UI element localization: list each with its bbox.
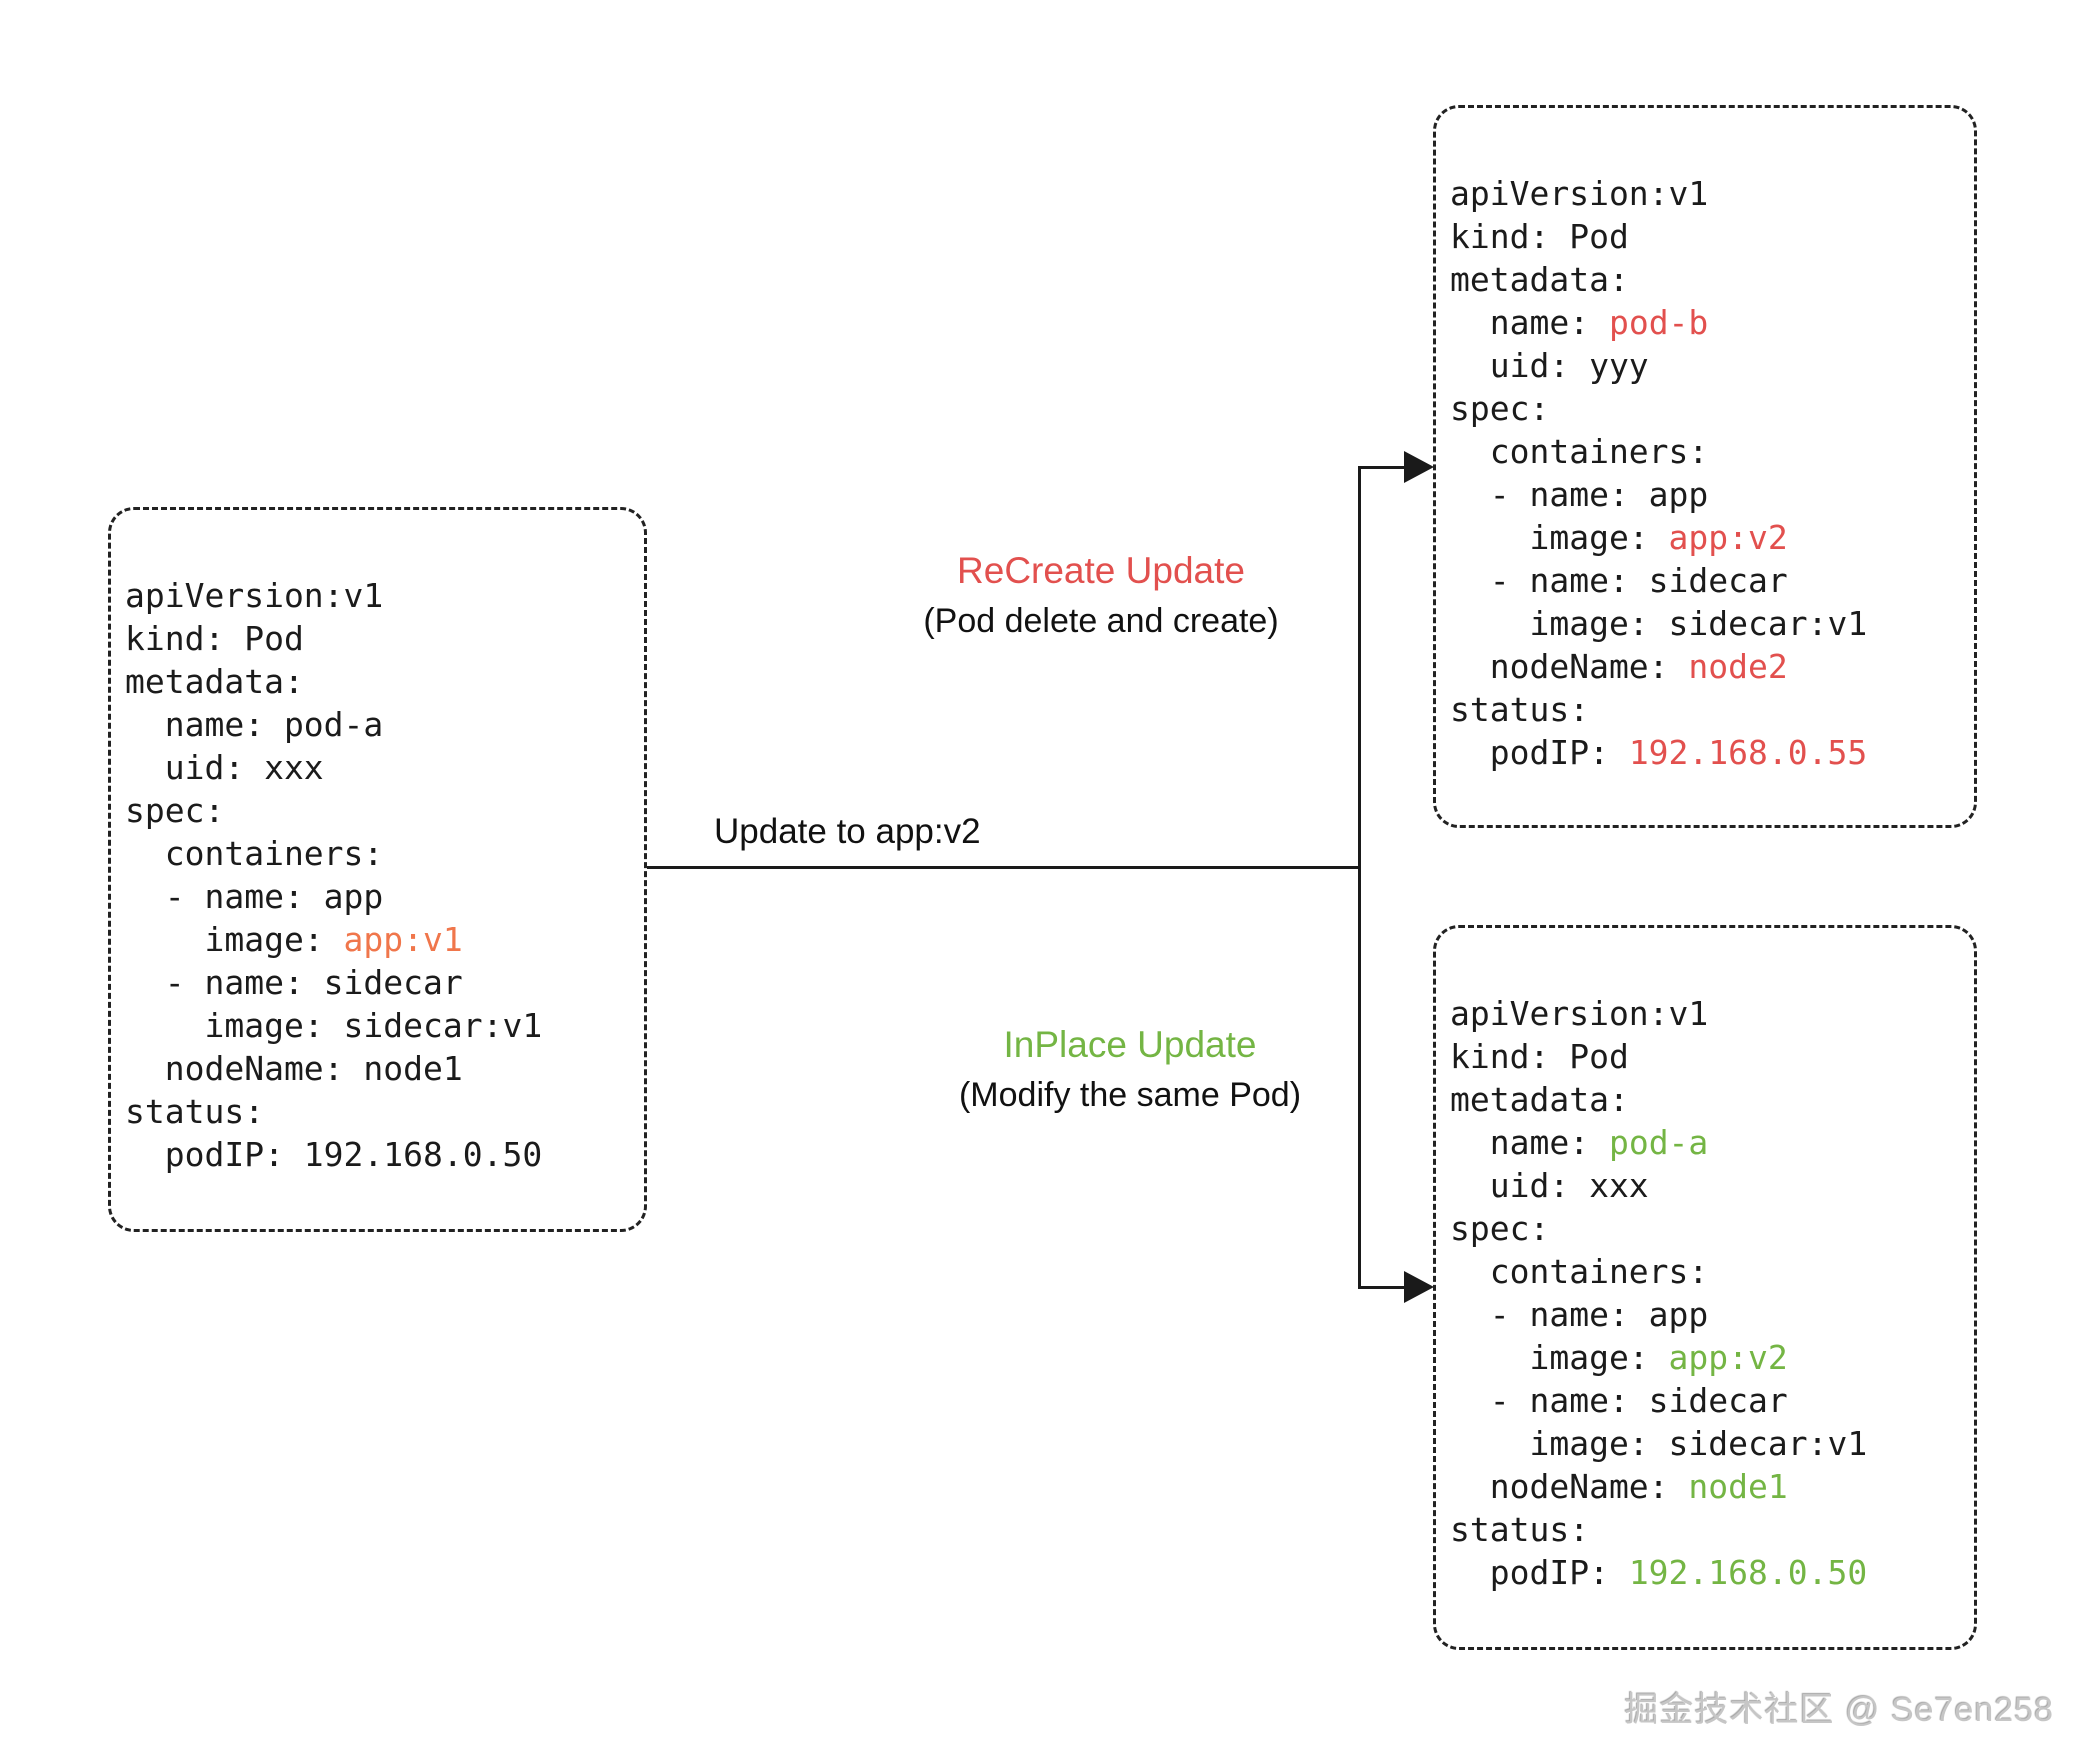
code-line: image: sidecar:v1 xyxy=(1450,1424,1868,1463)
code-line: kind: Pod xyxy=(1450,1037,1629,1076)
code-line: - name: sidecar xyxy=(1450,1381,1788,1420)
recreate-branch-line xyxy=(1358,466,1408,469)
code-line: containers: xyxy=(1450,1252,1709,1291)
code-line: status: xyxy=(1450,1510,1590,1549)
code-line: image: app:v2 xyxy=(1450,1338,1788,1377)
update-arrow-main-line xyxy=(647,866,1361,869)
code-line: metadata: xyxy=(1450,260,1629,299)
update-arrow-vertical-line xyxy=(1358,466,1361,1289)
code-line: apiVersion:v1 xyxy=(1450,994,1709,1033)
code-line: - name: sidecar xyxy=(125,963,463,1002)
code-line: status: xyxy=(125,1092,265,1131)
code-line: name: pod-a xyxy=(125,705,384,744)
inplace-arrowhead-icon xyxy=(1404,1271,1434,1303)
code-line: name: pod-b xyxy=(1450,303,1709,342)
code-line: image: app:v2 xyxy=(1450,518,1788,557)
code-line: kind: Pod xyxy=(125,619,304,658)
recreate-arrowhead-icon xyxy=(1404,451,1434,483)
recreate-update-label: ReCreate Update xyxy=(957,550,1245,591)
code-line: kind: Pod xyxy=(1450,217,1629,256)
code-line: - name: app xyxy=(1450,1295,1709,1334)
code-line: - name: app xyxy=(125,877,384,916)
code-line: image: sidecar:v1 xyxy=(125,1006,543,1045)
inplace-update-subtitle: (Modify the same Pod) xyxy=(958,1076,1302,1114)
code-line: spec: xyxy=(1450,1209,1550,1248)
pod-spec-box-inplace: apiVersion:v1 kind: Pod metadata: name: po… xyxy=(1433,925,1977,1650)
update-to-appv2-label: Update to app:v2 xyxy=(714,812,981,851)
code-line: podIP: 192.168.0.55 xyxy=(1450,733,1868,772)
recreate-update-subtitle: (Pod delete and create) xyxy=(923,602,1279,640)
code-line: podIP: 192.168.0.50 xyxy=(1450,1553,1868,1592)
code-line: spec: xyxy=(125,791,225,830)
pod-spec-box-source: apiVersion:v1 kind: Pod metadata: name: po… xyxy=(108,507,647,1232)
code-line: uid: xxx xyxy=(1450,1166,1649,1205)
code-line: - name: app xyxy=(1450,475,1709,514)
code-line: apiVersion:v1 xyxy=(1450,174,1709,213)
code-line: containers: xyxy=(1450,432,1709,471)
watermark: 掘金技术社区 @ Se7en258 xyxy=(1624,1691,2054,1729)
code-line: podIP: 192.168.0.50 xyxy=(125,1135,543,1174)
code-line: image: app:v1 xyxy=(125,920,463,959)
code-line: image: sidecar:v1 xyxy=(1450,604,1868,643)
code-line: nodeName: node1 xyxy=(1450,1467,1788,1506)
code-line: nodeName: node1 xyxy=(125,1049,463,1088)
code-line: spec: xyxy=(1450,389,1550,428)
code-line: nodeName: node2 xyxy=(1450,647,1788,686)
pod-spec-box-recreate: apiVersion:v1 kind: Pod metadata: name: po… xyxy=(1433,105,1977,828)
code-line: status: xyxy=(1450,690,1590,729)
code-line: name: pod-a xyxy=(1450,1123,1709,1162)
code-line: apiVersion:v1 xyxy=(125,576,384,615)
code-line: - name: sidecar xyxy=(1450,561,1788,600)
inplace-branch-line xyxy=(1358,1286,1408,1289)
code-line: uid: yyy xyxy=(1450,346,1649,385)
code-line: metadata: xyxy=(125,662,304,701)
code-line: metadata: xyxy=(1450,1080,1629,1119)
code-line: uid: xxx xyxy=(125,748,324,787)
inplace-update-label: InPlace Update xyxy=(1003,1024,1257,1065)
code-line: containers: xyxy=(125,834,384,873)
